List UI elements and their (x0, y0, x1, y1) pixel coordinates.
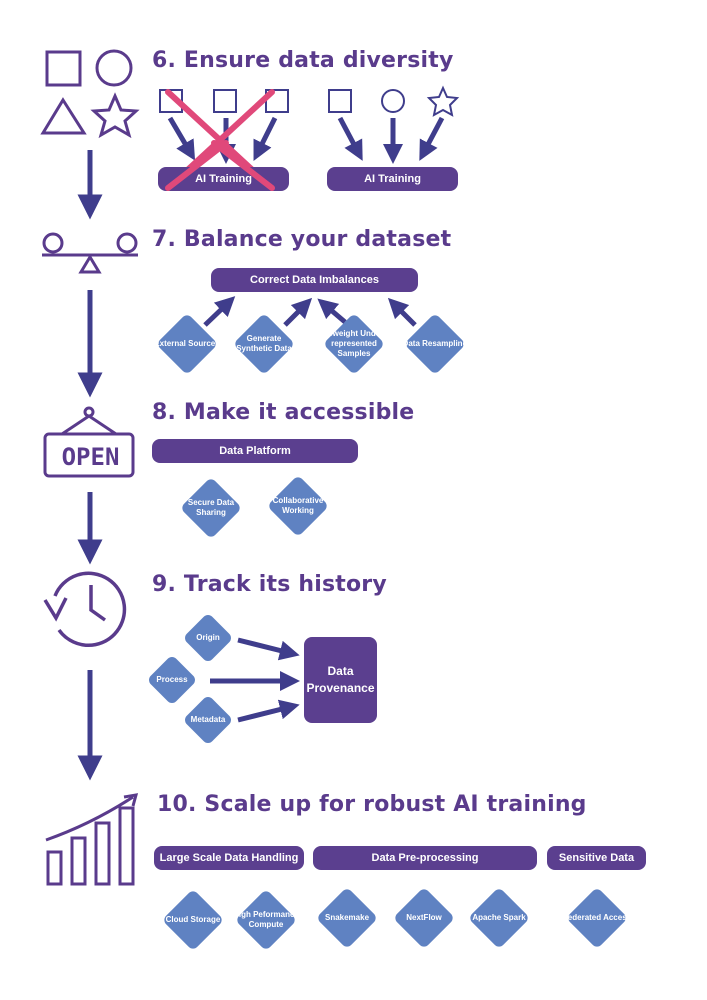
open-sign-text: OPEN (61, 443, 120, 471)
preprocessing-header: Data Pre-processing (313, 846, 537, 870)
section-9-title: 9. Track its history (152, 572, 387, 597)
large-scale-header: Large Scale Data Handling (154, 846, 304, 870)
sensitive-data-header: Sensitive Data (547, 846, 646, 870)
diamond-metadata: Metadata (178, 690, 238, 750)
diamond-origin: Origin (178, 608, 238, 668)
diamond-external-sources: External Sources (154, 312, 220, 376)
section-6-title: 6. Ensure data diversity (152, 48, 454, 73)
growth-chart-icon (45, 793, 139, 886)
shapes-icon (40, 49, 140, 139)
seesaw-icon (42, 232, 138, 274)
diamond-data-resampling: Data Resampling (403, 312, 467, 376)
ai-training-pill: AI Training (327, 167, 458, 191)
history-clock-icon (43, 571, 127, 648)
diamond-cloud-storage: Cloud Storage (161, 888, 225, 952)
data-platform-header: Data Platform (152, 439, 358, 463)
diamond-nextflow: NextFlow (392, 886, 456, 950)
correct-imbalances-header: Correct Data Imbalances (211, 268, 418, 292)
diamond-snakemake: Snakemake (315, 886, 379, 950)
diamond-upweight: Upweight Under-represented Samples (322, 312, 386, 376)
diamond-apache-spark: Apache Spark (467, 886, 531, 950)
diversity-inputs (159, 85, 460, 117)
ai-training-pill-crossed: AI Training (158, 167, 289, 191)
open-sign-icon (43, 406, 135, 478)
diamond-federated-access: Federated Access (563, 886, 631, 950)
diamond-hpc: High Peformance Compute (233, 888, 299, 952)
provenance-arrows (210, 637, 300, 723)
diamond-generate-synthetic: Generate Synthetic Data (232, 312, 296, 376)
diamond-secure-sharing: Secure Data Sharing (179, 476, 243, 540)
balance-arrows (203, 296, 417, 327)
diamond-process: Process (142, 650, 202, 710)
section-7-title: 7. Balance your dataset (152, 227, 452, 252)
section-10-title: 10. Scale up for robust AI training (157, 792, 587, 817)
diamond-collaborative: Collaborative Working (266, 474, 330, 538)
data-provenance-box: Data Provenance (304, 637, 377, 723)
section-8-title: 8. Make it accessible (152, 400, 415, 425)
